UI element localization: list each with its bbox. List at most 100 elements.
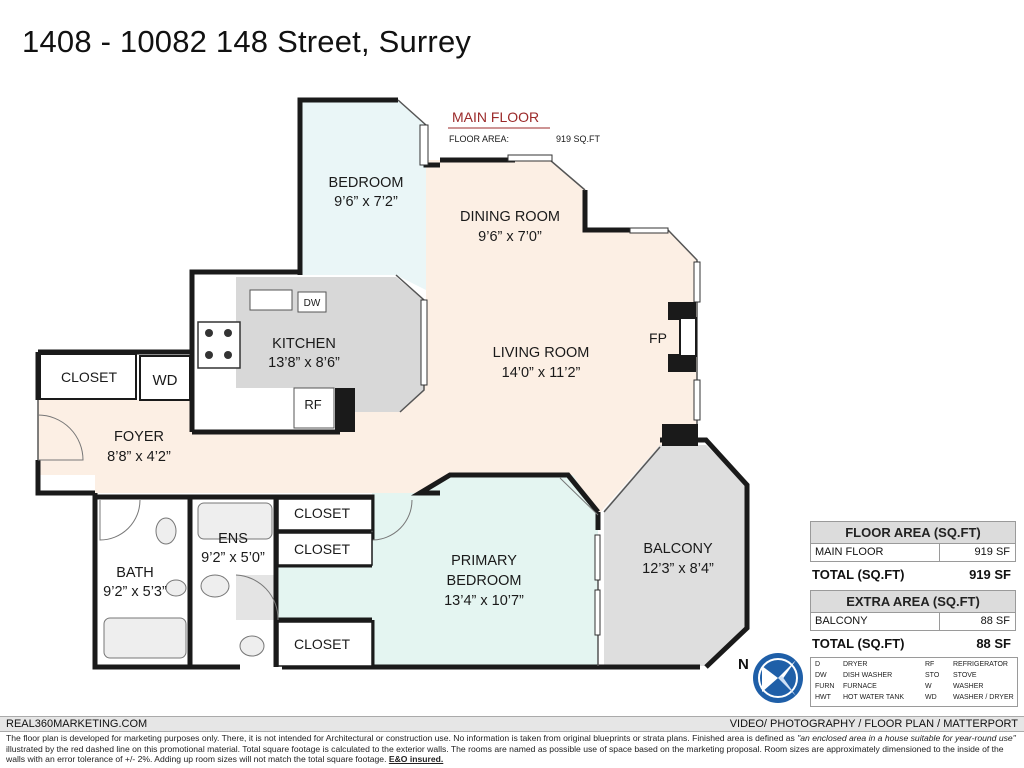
extra-area-total-value: 88 SF [976, 636, 1011, 651]
dishwasher [297, 291, 327, 313]
floor-plan: MAIN FLOOR FLOOR AREA: 919 SQ.FT BEDROOM… [35, 97, 750, 670]
wd-closet [139, 355, 191, 401]
primary-bedroom-fill [278, 475, 598, 666]
disclaimer-quote: "an enclosed area in a house suitable fo… [797, 733, 1016, 743]
footer-bar: REAL360MARKETING.COM VIDEO/ PHOTOGRAPHY … [0, 716, 1024, 732]
primary-name: PRIMARY [451, 553, 517, 569]
footer-website-link[interactable]: REAL360MARKETING.COM [6, 718, 148, 730]
floor-header-name: MAIN FLOOR [452, 109, 539, 125]
bedroom-dims: 9’6” x 7’2” [334, 194, 398, 210]
fireplace-side [679, 317, 697, 357]
compass: N [736, 650, 806, 706]
legend-code: FURN [815, 683, 835, 690]
bath-dims: 9’2” x 5’3” [103, 584, 167, 600]
kitchen-dims: 13’8” x 8’6” [268, 355, 340, 371]
closet-3-box [277, 621, 373, 667]
floor-area-total: TOTAL (SQ.FT) 919 SF [810, 562, 1016, 588]
table-row: MAIN FLOOR 919 SF [810, 544, 1016, 562]
bath-name: BATH [116, 565, 154, 581]
legend-desc: WASHER / DRYER [953, 694, 1014, 701]
refrigerator [293, 387, 335, 429]
legend-code: DW [815, 672, 827, 679]
ens-toilet [200, 574, 230, 598]
legend-code: D [815, 661, 821, 668]
balcony-dims: 12’3” x 8’4” [642, 561, 714, 577]
disclaimer-eo: E&O insured. [388, 754, 444, 764]
primary-closet-gap-fill [278, 565, 372, 620]
wd-label: WD [153, 372, 178, 389]
fireplace-block [668, 302, 696, 320]
legend-code: W [925, 683, 932, 690]
floor-area-row-label: MAIN FLOOR [811, 544, 940, 561]
ens-name: ENS [218, 531, 248, 547]
disclaimer-part-1: The floor plan is developed for marketin… [6, 733, 798, 743]
page-title: 1408 - 10082 148 Street, Surrey [22, 24, 472, 59]
extra-area-header: EXTRA AREA (SQ.FT) [810, 590, 1016, 613]
abbreviation-legend: D DRYER RF REFRIGERATOR DW DISH WASHER S… [810, 657, 1018, 707]
floor-header-area-value: 919 SQ.FT [556, 134, 601, 144]
floor-area-total-value: 919 SF [969, 567, 1011, 582]
bath-toilet [165, 579, 187, 597]
ens-door-swing [236, 575, 278, 620]
table-row: BALCONY 88 SF [810, 613, 1016, 631]
closet-2-box [277, 532, 373, 566]
floor-area-total-label: TOTAL (SQ.FT) [812, 567, 905, 582]
kitchen-name: KITCHEN [272, 336, 336, 352]
living-name: LIVING ROOM [493, 345, 590, 361]
bedroom-fill [300, 100, 426, 290]
ens-tub [197, 502, 273, 540]
closet-2-label: CLOSET [294, 541, 350, 557]
floor-area-row-value: 919 SF [974, 546, 1010, 558]
kitchen-column [335, 388, 355, 432]
kitchen-fill [236, 277, 424, 412]
stove [197, 321, 241, 369]
footer-services: VIDEO/ PHOTOGRAPHY / FLOOR PLAN / MATTER… [729, 718, 1018, 730]
disclaimer-part-2: illustrated by the red dashed line on th… [6, 743, 1004, 765]
legend-desc: STOVE [953, 672, 977, 679]
floor-area-header: FLOOR AREA (SQ.FT) [810, 521, 1016, 544]
dining-dims: 9’6” x 7’0” [478, 229, 542, 245]
balcony-name: BALCONY [643, 541, 713, 557]
fireplace-block-2 [668, 354, 696, 372]
closet-1-label: CLOSET [294, 505, 350, 521]
closet-3-label: CLOSET [294, 636, 350, 652]
living-dims: 14’0” x 11’2” [502, 365, 581, 381]
stove-burners [205, 329, 232, 359]
primary-name-2: BEDROOM [447, 573, 522, 589]
foyer-closet [39, 353, 137, 400]
legend-desc: HOT WATER TANK [843, 694, 905, 701]
foyer-dims: 8’8” x 4’2” [107, 449, 171, 465]
ens-dims: 9’2” x 5’0” [201, 550, 265, 566]
legend-desc: DRYER [843, 661, 868, 668]
bathtub [103, 617, 187, 659]
ens-sink [239, 635, 265, 657]
disclaimer-text: The floor plan is developed for marketin… [6, 733, 1018, 765]
floor-header-area-label: FLOOR AREA: [449, 134, 509, 144]
legend-code: HWT [815, 694, 831, 701]
doors [37, 414, 599, 621]
primary-dims: 13’4” x 10’7” [444, 593, 524, 609]
fp-label: FP [649, 330, 667, 346]
rf-label: RF [304, 397, 321, 412]
legend-desc: FURNACE [843, 683, 877, 690]
balcony-fill [604, 445, 747, 666]
legend-code: RF [925, 661, 935, 668]
legend-code: STO [925, 672, 940, 679]
dining-name: DINING ROOM [460, 209, 560, 225]
legend-desc: DISH WASHER [843, 672, 893, 679]
kitchen-sink [249, 289, 293, 311]
compass-letter: N [738, 656, 749, 673]
living-area-fill [38, 160, 697, 515]
windows [419, 124, 701, 636]
foyer-name: FOYER [114, 429, 164, 445]
extra-area-row-label: BALCONY [811, 613, 940, 630]
bath-sink [155, 517, 177, 545]
dw-label: DW [304, 298, 321, 309]
extra-area-row-value: 88 SF [980, 615, 1010, 627]
floor-area-table: FLOOR AREA (SQ.FT) MAIN FLOOR 919 SF TOT… [810, 521, 1016, 588]
legend-code: WD [925, 694, 937, 701]
extra-area-total: TOTAL (SQ.FT) 88 SF [810, 631, 1016, 657]
compass-icon [753, 653, 803, 703]
extra-area-table: EXTRA AREA (SQ.FT) BALCONY 88 SF TOTAL (… [810, 590, 1016, 657]
closet-foyer-label: CLOSET [61, 369, 117, 385]
